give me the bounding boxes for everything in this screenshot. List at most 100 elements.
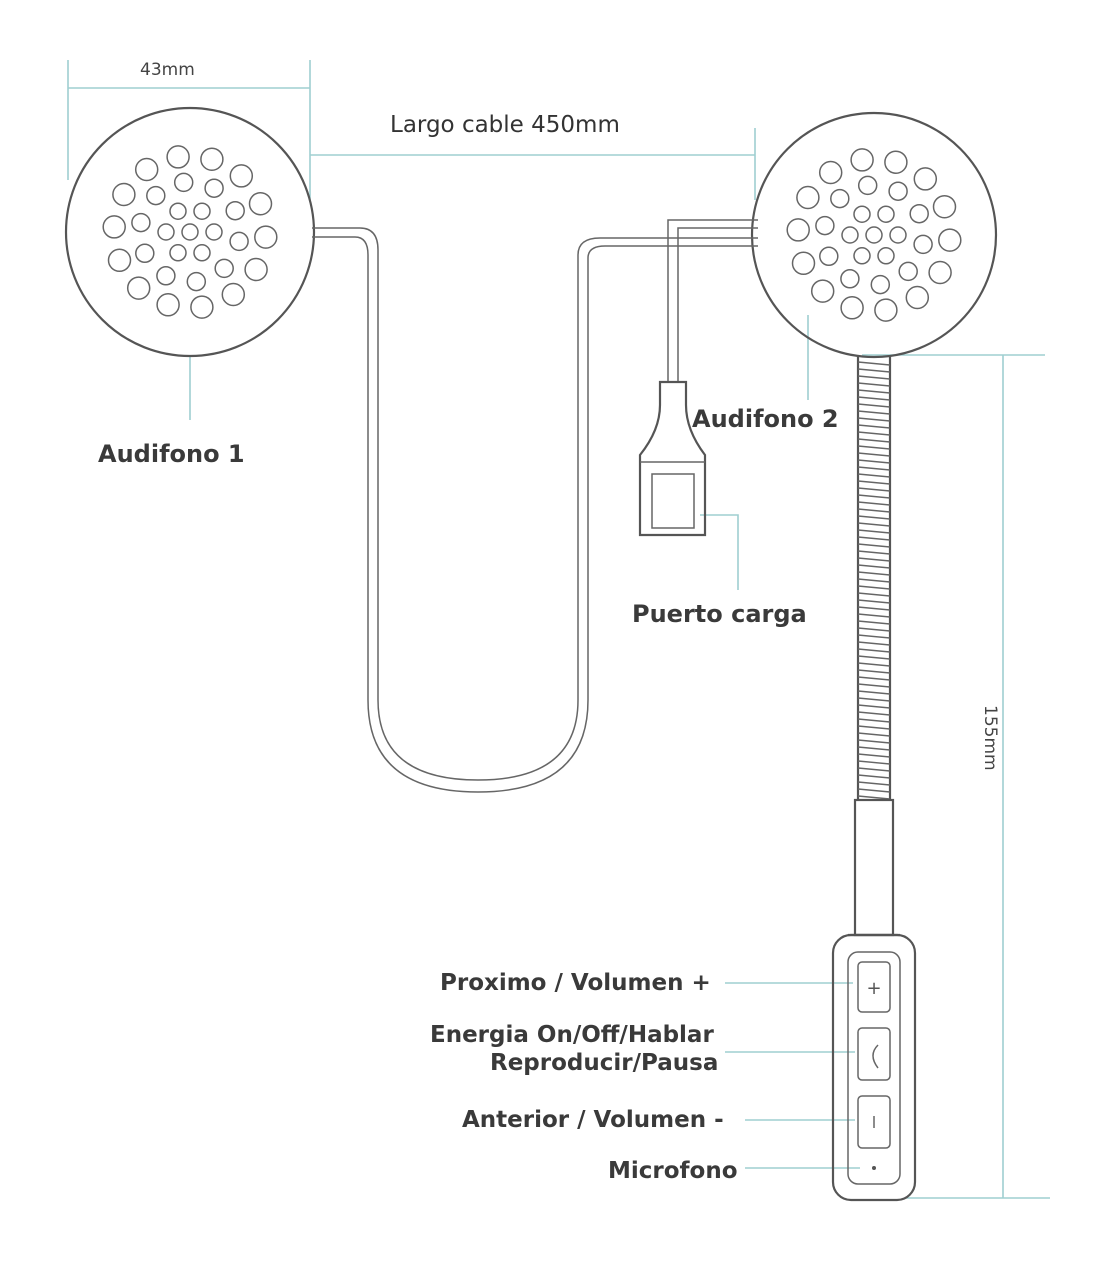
boom-coil: [857, 718, 891, 723]
grille-hole: [810, 279, 835, 303]
grille-hole: [913, 234, 933, 255]
grille-hole: [932, 194, 957, 219]
boom-coil: [857, 389, 891, 394]
grille-hole: [853, 247, 871, 265]
boom-coil: [857, 487, 891, 492]
boom-coil: [857, 613, 891, 618]
grille-hole: [156, 293, 180, 317]
grille-hole: [193, 244, 211, 262]
charge-cable: [667, 219, 758, 382]
boom-coil: [857, 452, 891, 457]
boom-coil: [857, 641, 891, 646]
boom-coil: [857, 445, 891, 450]
volume-down-button: [857, 1095, 891, 1149]
microphone-label: Microfono: [608, 1158, 738, 1184]
boom-coil: [857, 683, 891, 688]
grille-hole: [909, 203, 929, 224]
grille-hole: [840, 269, 860, 289]
grille-hole: [134, 157, 159, 182]
grille-hole: [205, 223, 223, 241]
boom-coil: [857, 571, 891, 576]
boom-coil: [857, 522, 891, 527]
grille-hole: [190, 295, 214, 319]
grille-hole: [815, 215, 835, 236]
grille-hole: [853, 205, 871, 223]
grille-hole: [913, 167, 938, 191]
boom-coil: [857, 627, 891, 632]
grille-hole: [877, 205, 895, 223]
grille-hole: [938, 228, 962, 252]
grille-hole: [166, 145, 190, 169]
boom-coil: [857, 543, 891, 548]
grille-hole: [181, 223, 199, 241]
boom-coil: [857, 648, 891, 653]
boom-length-label: 155mm: [980, 705, 1000, 771]
boom-coil: [857, 634, 891, 639]
grille-hole: [874, 298, 898, 322]
grille-hole: [841, 226, 859, 244]
boom-coil: [857, 704, 891, 709]
grille-hole: [186, 271, 207, 292]
grille-hole: [786, 218, 810, 242]
grille-hole: [865, 226, 883, 244]
boom-coil: [857, 375, 891, 380]
boom-coil: [857, 438, 891, 443]
speaker-grille-1: [102, 145, 278, 319]
boom-coil: [857, 781, 891, 786]
grille-hole: [819, 246, 839, 267]
boom-coil: [857, 564, 891, 569]
power-talk-label: Energia On/Off/Hablar: [430, 1022, 714, 1048]
grille-hole: [135, 243, 155, 264]
boom-coil: [857, 578, 891, 583]
earphone-1-label: Audifono 1: [98, 440, 245, 468]
grille-hole: [244, 257, 268, 282]
boom-coil: [857, 606, 891, 611]
plus-icon: +: [866, 978, 881, 999]
boom-coil: [857, 697, 891, 702]
boom-coil: [857, 753, 891, 758]
grille-hole: [850, 148, 874, 172]
speaker-grille-2: [786, 148, 962, 322]
boom-coil: [857, 655, 891, 660]
boom-coil: [857, 410, 891, 415]
grille-hole: [928, 260, 952, 285]
grille-hole: [884, 150, 908, 174]
charge-port-label: Puerto carga: [632, 600, 807, 628]
grille-hole: [254, 225, 278, 249]
grille-hole: [221, 282, 246, 307]
grille-hole: [214, 258, 234, 279]
microphone-boom: [848, 355, 900, 937]
microphone-hole-icon: [872, 1166, 876, 1170]
power-button: [857, 1027, 891, 1081]
boom-coil: [857, 508, 891, 513]
next-volume-up-label: Proximo / Volumen +: [440, 970, 711, 996]
boom-coil: [857, 676, 891, 681]
boom-coil: [857, 550, 891, 555]
boom-coil: [857, 536, 891, 541]
boom-coil: [857, 669, 891, 674]
boom-coil: [857, 690, 891, 695]
grille-hole: [796, 185, 820, 210]
grille-hole: [889, 226, 907, 244]
boom-coil: [857, 529, 891, 534]
boom-coil: [857, 501, 891, 506]
boom-coil: [857, 382, 891, 387]
boom-coil: [857, 417, 891, 422]
grille-hole: [229, 164, 254, 188]
grille-hole: [905, 285, 930, 310]
grille-hole: [840, 296, 864, 320]
boom-coil: [857, 760, 891, 765]
grille-hole: [857, 175, 878, 196]
grille-hole: [204, 178, 224, 198]
earphone-2-label: Audifono 2: [692, 405, 839, 433]
grille-hole: [157, 223, 175, 241]
phone-icon: [872, 1044, 879, 1069]
boom-coil: [857, 620, 891, 625]
boom-coil: [857, 711, 891, 716]
grille-hole: [888, 181, 908, 201]
grille-hole: [870, 274, 891, 295]
grille-hole: [169, 244, 187, 262]
grille-hole: [131, 212, 151, 233]
connecting-cable: [312, 227, 758, 793]
